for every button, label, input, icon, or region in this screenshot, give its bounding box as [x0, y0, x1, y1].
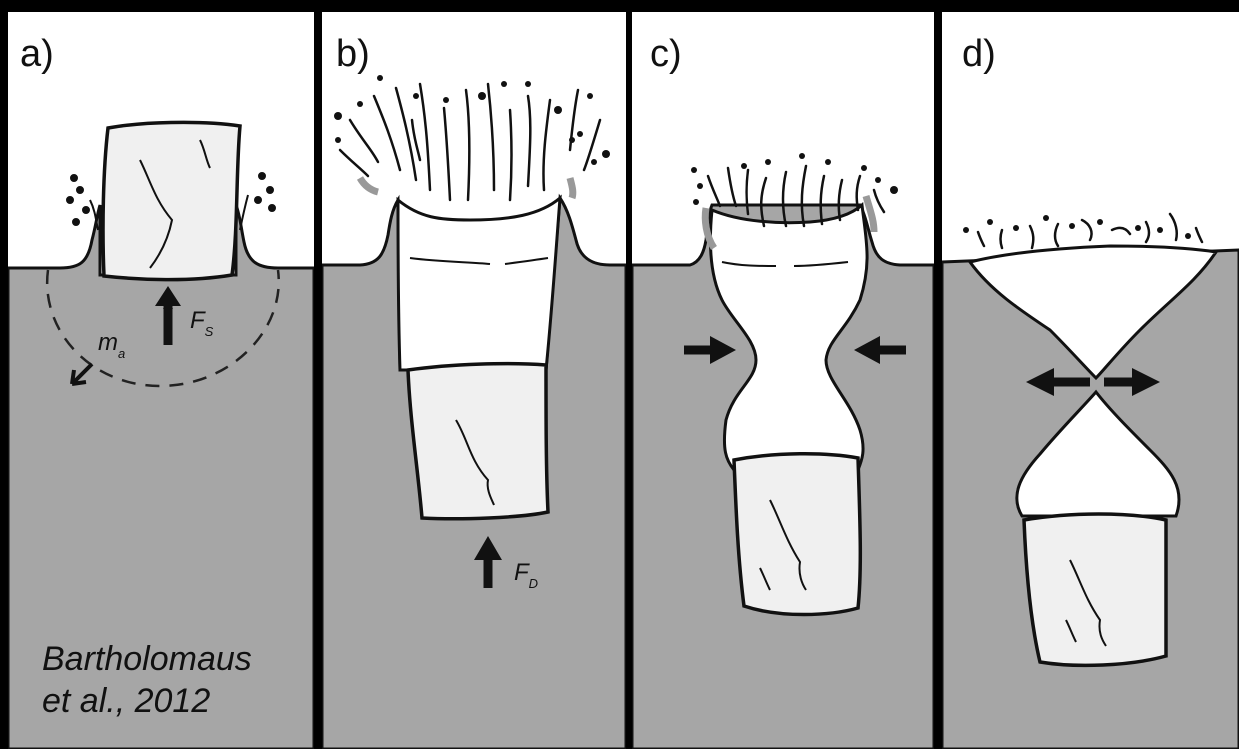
panel-divider — [314, 0, 322, 749]
panel-divider — [934, 0, 942, 749]
panel-divider — [626, 0, 632, 749]
panel-b-ice-block — [408, 364, 548, 519]
citation-line-2: et al., 2012 — [42, 680, 252, 722]
panel-b: b) FD — [322, 12, 626, 749]
panel-a-label: a) — [20, 33, 54, 75]
panel-b-label: b) — [336, 33, 370, 75]
panel-c-label: c) — [650, 33, 682, 75]
panel-d: d) — [942, 12, 1239, 749]
panel-c: c) — [632, 12, 934, 749]
citation: Bartholomaus et al., 2012 — [42, 638, 252, 722]
panel-d-label: d) — [962, 33, 996, 75]
citation-line-1: Bartholomaus — [42, 638, 252, 680]
panel-b-gray-edge2 — [570, 178, 573, 198]
frame-left-border — [0, 0, 8, 749]
panel-c-ice-block — [734, 454, 860, 615]
frame-top-border — [0, 0, 1239, 12]
panel-d-ice-block — [1024, 514, 1166, 665]
panel-a-ice-block — [103, 122, 240, 279]
panel-b-cavity — [398, 198, 560, 370]
